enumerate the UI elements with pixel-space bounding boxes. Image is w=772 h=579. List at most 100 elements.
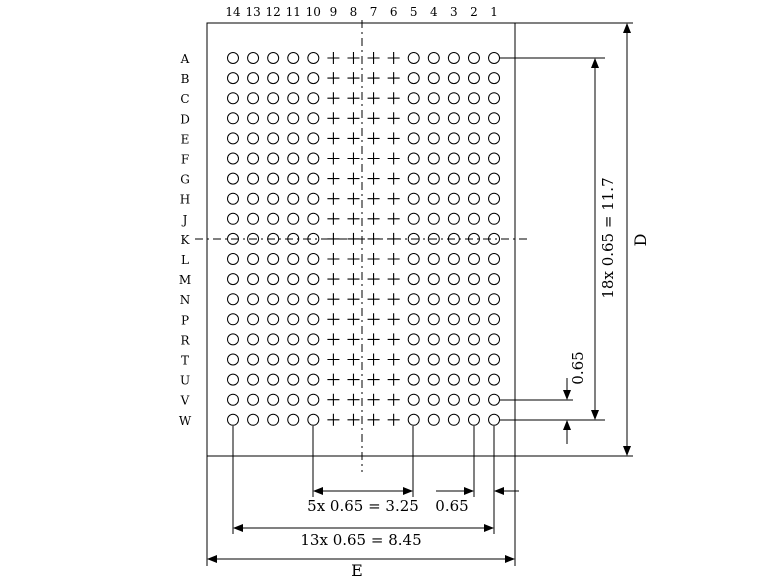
solder-ball <box>447 112 460 125</box>
dimension-label-col-inner: 5x 0.65 = 3.25 <box>307 497 419 515</box>
empty-position-cross <box>387 273 400 286</box>
empty-position-cross <box>367 253 380 265</box>
solder-ball <box>247 112 260 125</box>
solder-ball <box>267 232 280 245</box>
solder-ball <box>267 293 280 306</box>
solder-ball <box>467 333 480 346</box>
solder-ball <box>488 413 501 426</box>
column-label: 12 <box>266 5 281 19</box>
solder-ball <box>247 273 260 286</box>
ball-grid <box>227 52 501 426</box>
solder-ball <box>447 373 460 386</box>
column-label: 4 <box>430 5 438 19</box>
solder-ball <box>467 132 480 145</box>
row-label: B <box>181 72 190 86</box>
empty-position-cross <box>387 152 400 165</box>
solder-ball <box>407 373 420 386</box>
solder-ball <box>407 353 420 366</box>
solder-ball <box>227 273 239 286</box>
solder-ball <box>227 92 239 105</box>
row-label: P <box>181 313 189 327</box>
solder-ball <box>447 212 460 225</box>
empty-position-cross <box>367 373 380 386</box>
empty-position-cross <box>347 393 360 406</box>
empty-position-cross <box>367 333 380 346</box>
empty-position-cross <box>327 172 340 185</box>
solder-ball <box>488 212 501 225</box>
empty-position-cross <box>347 313 360 326</box>
empty-position-cross <box>327 192 340 205</box>
solder-ball <box>427 333 440 346</box>
solder-ball <box>247 413 260 426</box>
solder-ball <box>447 333 460 346</box>
solder-ball <box>287 132 300 145</box>
solder-ball <box>467 232 480 245</box>
solder-ball <box>307 253 320 265</box>
solder-ball <box>247 313 260 326</box>
solder-ball <box>427 293 440 306</box>
solder-ball <box>467 52 480 64</box>
empty-position-cross <box>367 212 380 225</box>
empty-position-cross <box>387 132 400 145</box>
empty-position-cross <box>347 212 360 225</box>
row-label: U <box>180 374 190 388</box>
empty-position-cross <box>367 192 380 205</box>
empty-position-cross <box>327 313 340 326</box>
solder-ball <box>407 212 420 225</box>
solder-ball <box>267 373 280 386</box>
solder-ball <box>467 192 480 205</box>
empty-position-cross <box>367 112 380 125</box>
solder-ball <box>227 112 239 125</box>
solder-ball <box>407 393 420 406</box>
solder-ball <box>488 253 501 265</box>
empty-position-cross <box>387 253 400 265</box>
empty-position-cross <box>367 172 380 185</box>
solder-ball <box>267 132 280 145</box>
solder-ball <box>467 353 480 366</box>
solder-ball <box>247 92 260 105</box>
row-label: L <box>181 253 189 267</box>
row-label: G <box>180 173 190 187</box>
solder-ball <box>447 293 460 306</box>
empty-position-cross <box>327 373 340 386</box>
empty-position-cross <box>367 413 380 426</box>
empty-position-cross <box>347 132 360 145</box>
solder-ball <box>427 112 440 125</box>
solder-ball <box>307 313 320 326</box>
row-label: V <box>180 394 190 408</box>
solder-ball <box>247 52 260 64</box>
solder-ball <box>488 152 501 165</box>
column-label: 14 <box>225 5 241 19</box>
solder-ball <box>287 393 300 406</box>
empty-position-cross <box>327 52 340 64</box>
empty-position-cross <box>387 72 400 85</box>
solder-ball <box>247 212 260 225</box>
solder-ball <box>267 112 280 125</box>
empty-position-cross <box>387 232 400 245</box>
solder-ball <box>307 273 320 286</box>
solder-ball <box>488 232 501 245</box>
empty-position-cross <box>387 293 400 306</box>
empty-position-cross <box>347 293 360 306</box>
solder-ball <box>227 152 239 165</box>
solder-ball <box>407 72 420 85</box>
empty-position-cross <box>347 253 360 265</box>
solder-ball <box>307 353 320 366</box>
solder-ball <box>307 413 320 426</box>
solder-ball <box>287 112 300 125</box>
solder-ball <box>467 72 480 85</box>
solder-ball <box>227 313 239 326</box>
solder-ball <box>227 293 239 306</box>
solder-ball <box>467 152 480 165</box>
solder-ball <box>427 353 440 366</box>
solder-ball <box>467 172 480 185</box>
empty-position-cross <box>367 72 380 85</box>
solder-ball <box>287 353 300 366</box>
solder-ball <box>427 373 440 386</box>
empty-position-cross <box>387 52 400 64</box>
solder-ball <box>307 172 320 185</box>
empty-position-cross <box>327 333 340 346</box>
solder-ball <box>307 393 320 406</box>
